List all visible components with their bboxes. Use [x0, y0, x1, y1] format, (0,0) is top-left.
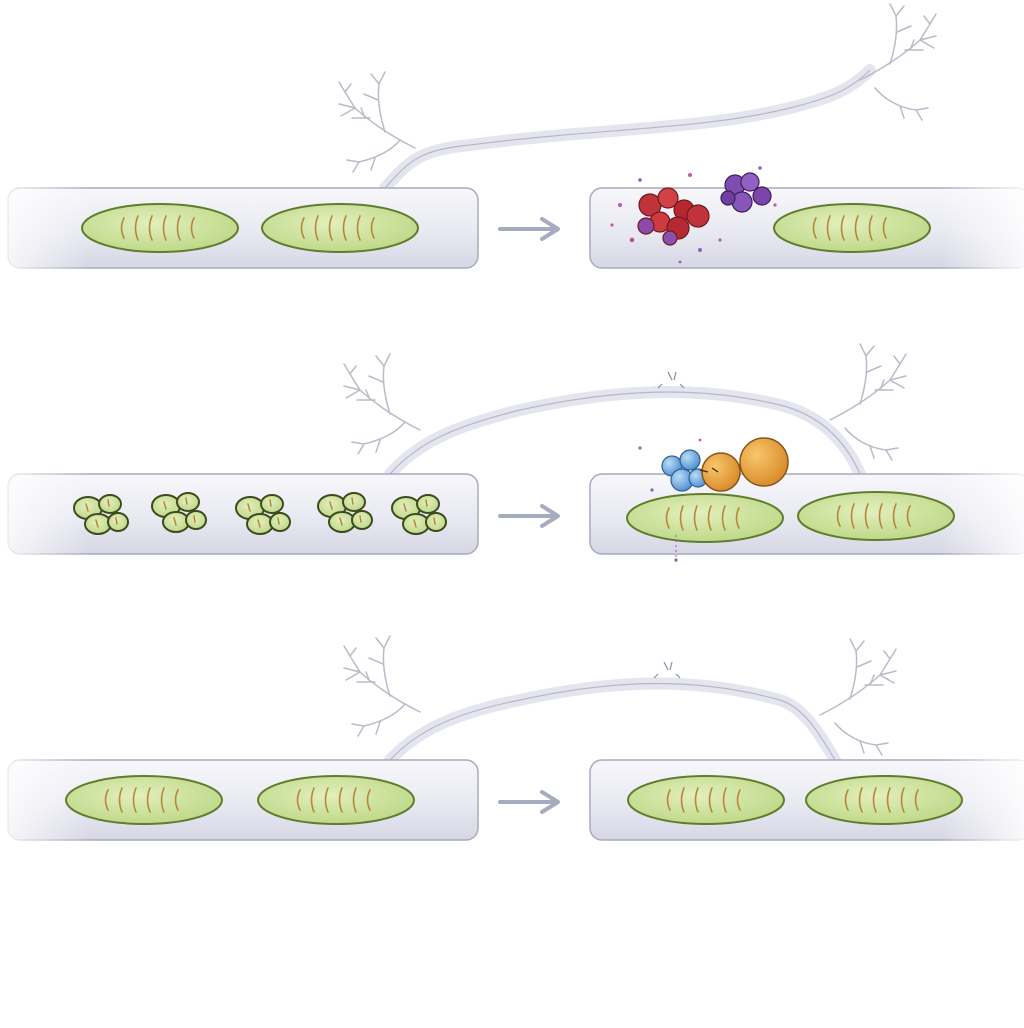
mitochondrion — [81, 203, 239, 253]
nerve-branch-right — [859, 3, 937, 121]
purple-aggregate — [720, 172, 772, 213]
mitochondrion — [773, 203, 931, 253]
nerve-fiber — [343, 635, 897, 766]
axon-segment-before — [0, 758, 479, 842]
mitochondrion — [257, 775, 415, 825]
nerve-fiber — [338, 3, 937, 194]
nerve-branch-left — [343, 635, 421, 737]
protein-cluster — [638, 437, 789, 563]
axon-segment-before — [0, 472, 479, 556]
row-1 — [0, 3, 1024, 270]
orange-protein — [739, 437, 789, 487]
row-2 — [0, 343, 1024, 563]
mitochondrion — [261, 203, 419, 253]
branch-point-marker — [653, 661, 681, 679]
right-arrow-icon — [498, 504, 560, 528]
right-arrow-icon — [498, 217, 560, 241]
mitochondrion — [805, 775, 963, 825]
axon-segment-after — [589, 166, 1024, 270]
nerve-branch-left — [343, 353, 421, 455]
row-3 — [0, 635, 1024, 842]
mitochondrion — [797, 491, 955, 541]
mitochondrion — [626, 493, 784, 543]
axon-segment-after — [589, 758, 1024, 842]
right-arrow-icon — [498, 790, 560, 814]
red-aggregate — [637, 187, 710, 246]
blue-protein — [661, 449, 708, 492]
nerve-branch-right — [819, 638, 897, 756]
branch-point-marker — [657, 371, 685, 389]
axon-segment-before — [0, 186, 479, 270]
orange-protein — [701, 452, 741, 492]
mitochondrion — [627, 775, 785, 825]
binding-link — [699, 467, 719, 473]
nerve-fiber — [343, 343, 907, 480]
protein-aggregate-cluster — [610, 166, 777, 264]
nerve-branch-left — [338, 71, 416, 173]
mitochondrion — [65, 775, 223, 825]
axon-segment-after — [589, 437, 1024, 563]
